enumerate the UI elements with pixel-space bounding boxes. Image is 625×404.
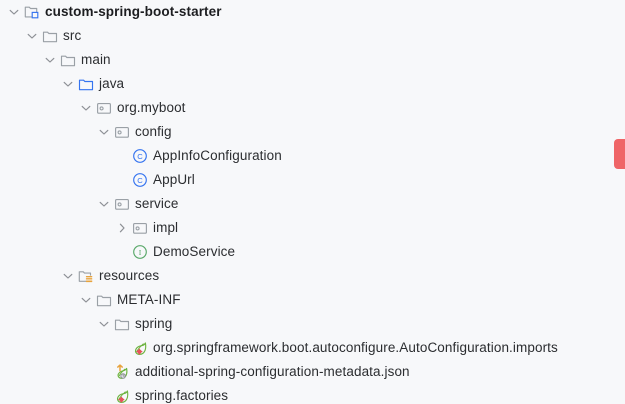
tree-node-label: main	[81, 52, 111, 67]
source-root-folder-icon	[77, 76, 94, 92]
twisty-placeholder	[114, 340, 130, 356]
tree-node-label: spring	[135, 316, 173, 331]
tree-row-AutoConfiguration.imports[interactable]: org.springframework.boot.autoconfigure.A…	[0, 336, 625, 360]
package-icon	[131, 220, 148, 236]
chevron-down-icon[interactable]	[42, 52, 58, 68]
tree-node-label: custom-spring-boot-starter	[45, 4, 222, 19]
tree-node-label: AppInfoConfiguration	[153, 148, 282, 163]
tree-node-label: META-INF	[117, 292, 181, 307]
twisty-placeholder	[114, 172, 130, 188]
tree-node-label: org.myboot	[117, 100, 186, 115]
tree-row-META-INF[interactable]: META-INF	[0, 288, 625, 312]
tree-node-label: AppUrl	[153, 172, 195, 187]
svg-text:C: C	[137, 176, 143, 185]
tree-row-java[interactable]: java	[0, 72, 625, 96]
chevron-down-icon[interactable]	[78, 292, 94, 308]
chevron-right-icon[interactable]	[114, 220, 130, 236]
tree-row-resources[interactable]: resources	[0, 264, 625, 288]
tree-row-AppUrl[interactable]: C AppUrl	[0, 168, 625, 192]
folder-icon	[95, 292, 112, 308]
tree-row-additional-spring-configuration-metadata.json[interactable]: additional-spring-configuration-metadata…	[0, 360, 625, 384]
spring-file-icon	[113, 388, 130, 404]
error-stripe-marker[interactable]	[614, 139, 625, 169]
chevron-down-icon[interactable]	[60, 268, 76, 284]
twisty-placeholder	[114, 244, 130, 260]
tree-node-label: service	[135, 196, 179, 211]
java-interface-icon: I	[131, 244, 148, 260]
tree-row-config[interactable]: config	[0, 120, 625, 144]
spring-metadata-icon	[113, 364, 130, 380]
twisty-placeholder	[96, 388, 112, 404]
chevron-down-icon[interactable]	[78, 100, 94, 116]
tree-row-spring[interactable]: spring	[0, 312, 625, 336]
spring-file-icon	[131, 340, 148, 356]
twisty-placeholder	[114, 148, 130, 164]
tree-row-DemoService[interactable]: I DemoService	[0, 240, 625, 264]
chevron-down-icon[interactable]	[24, 28, 40, 44]
tree-node-label: additional-spring-configuration-metadata…	[135, 364, 410, 379]
tree-row-main[interactable]: main	[0, 48, 625, 72]
chevron-down-icon[interactable]	[60, 76, 76, 92]
package-icon	[113, 196, 130, 212]
tree-row-org.myboot[interactable]: org.myboot	[0, 96, 625, 120]
tree-node-label: impl	[153, 220, 179, 235]
java-class-icon: C	[131, 148, 148, 164]
tree-node-label: org.springframework.boot.autoconfigure.A…	[153, 340, 558, 355]
tree-node-label: config	[135, 124, 172, 139]
chevron-down-icon[interactable]	[6, 4, 22, 20]
java-class-icon: C	[131, 172, 148, 188]
tree-row-spring.factories[interactable]: spring.factories	[0, 384, 625, 404]
package-icon	[95, 100, 112, 116]
tree-row-service[interactable]: service	[0, 192, 625, 216]
package-icon	[113, 124, 130, 140]
tree-node-label: DemoService	[153, 244, 236, 259]
svg-text:I: I	[138, 248, 141, 257]
tree-row-AppInfoConfiguration[interactable]: C AppInfoConfiguration	[0, 144, 625, 168]
chevron-down-icon[interactable]	[96, 124, 112, 140]
tree-row-impl[interactable]: impl	[0, 216, 625, 240]
svg-text:C: C	[137, 152, 143, 161]
module-folder-icon	[23, 4, 40, 20]
resource-root-folder-icon	[77, 268, 94, 284]
chevron-down-icon[interactable]	[96, 196, 112, 212]
chevron-down-icon[interactable]	[96, 316, 112, 332]
tree-row-src[interactable]: src	[0, 24, 625, 48]
tree-node-label: src	[63, 28, 82, 43]
tree-node-label: java	[99, 76, 125, 91]
folder-icon	[113, 316, 130, 332]
tree-node-label: resources	[99, 268, 160, 283]
folder-icon	[41, 28, 58, 44]
folder-icon	[59, 52, 76, 68]
tree-row-custom-spring-boot-starter[interactable]: custom-spring-boot-starter	[0, 0, 625, 24]
tree-node-label: spring.factories	[135, 388, 229, 403]
twisty-placeholder	[96, 364, 112, 380]
